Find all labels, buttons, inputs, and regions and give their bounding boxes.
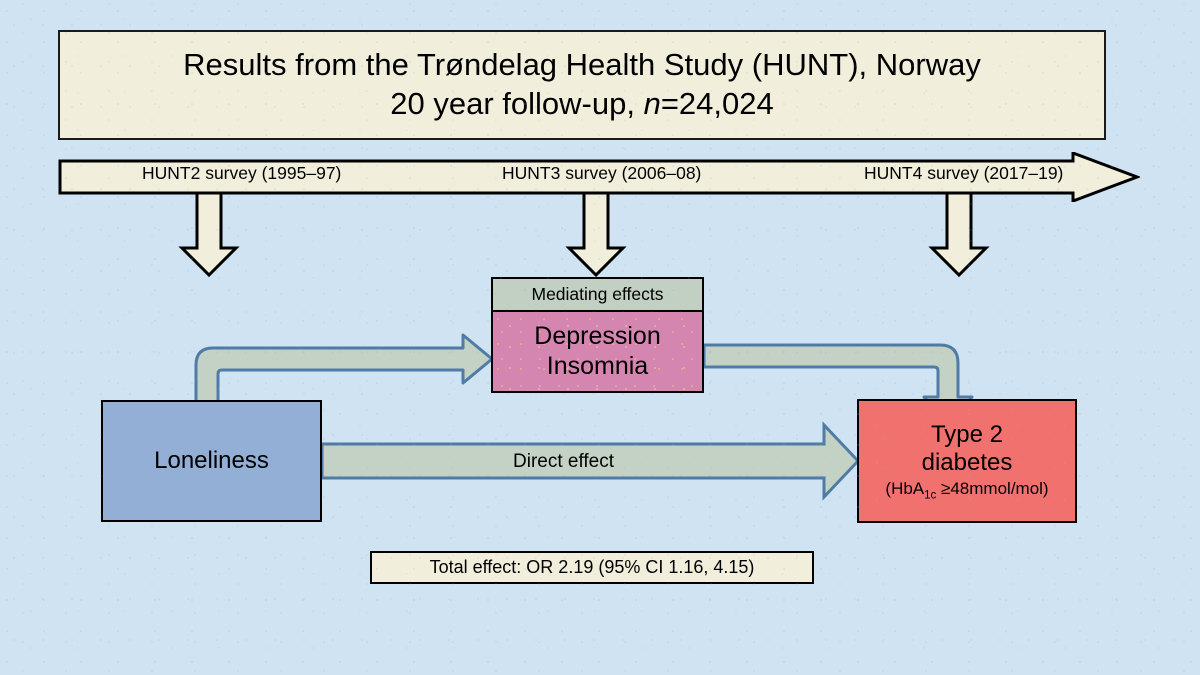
title-line-2-prefix: 20 year follow-up,: [390, 86, 644, 121]
title-line-2-suffix: =24,024: [660, 86, 774, 121]
exposure-label: Loneliness: [154, 447, 269, 474]
mediator-box: Mediating effects Depression Insomnia: [491, 277, 704, 393]
timeline-arrow: [58, 152, 1140, 202]
outcome-criterion-suffix: ≥48mmol/mol): [936, 478, 1049, 498]
outcome-criterion-subscript: 1c: [924, 489, 937, 502]
outcome-criterion-prefix: (HbA: [885, 478, 925, 498]
outcome-box-type2-diabetes: Type 2 diabetes (HbA1c ≥48mmol/mol): [857, 399, 1077, 523]
down-arrow-hunt3: [565, 190, 627, 283]
title-line-2-italic-n: n: [643, 86, 661, 121]
title-line-2: 20 year follow-up, n=24,024: [390, 85, 773, 124]
timeline-label-hunt2: HUNT2 survey (1995–97): [142, 163, 342, 183]
outcome-line-1: Type 2: [930, 420, 1004, 448]
direct-effect-label: Direct effect: [513, 451, 615, 472]
outcome-line-2: diabetes: [921, 448, 1013, 476]
mediator-header: Mediating effects: [493, 279, 702, 312]
timeline-label-hunt3: HUNT3 survey (2006–08): [502, 163, 702, 183]
exposure-box-loneliness: Loneliness: [101, 400, 322, 522]
down-arrow-hunt4: [928, 190, 990, 283]
mediator-body: Depression Insomnia: [493, 312, 702, 391]
timeline-arrow-shape: [58, 152, 1140, 202]
arrow-direct-effect: [320, 421, 861, 501]
arrow-loneliness-to-mediator: [194, 333, 494, 406]
mediator-item-insomnia: Insomnia: [546, 351, 649, 380]
total-effect-label: Total effect: OR 2.19 (95% CI 1.16, 4.15…: [429, 557, 755, 577]
total-effect-box: Total effect: OR 2.19 (95% CI 1.16, 4.15…: [370, 551, 814, 584]
timeline-label-hunt4: HUNT4 survey (2017–19): [864, 163, 1064, 183]
outcome-criterion: (HbA1c ≥48mmol/mol): [885, 479, 1048, 501]
down-arrow-hunt2: [178, 190, 240, 283]
title-line-1: Results from the Trøndelag Health Study …: [183, 47, 981, 83]
title-banner: Results from the Trøndelag Health Study …: [58, 30, 1106, 140]
mediator-item-depression: Depression: [534, 322, 661, 350]
